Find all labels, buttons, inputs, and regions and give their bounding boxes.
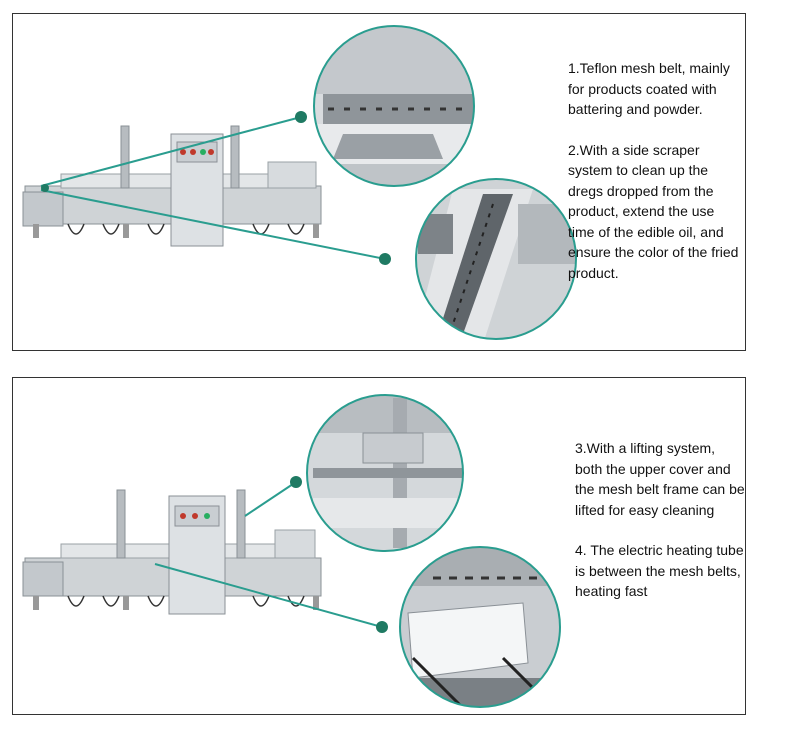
mesh-belt-detail-image bbox=[314, 26, 474, 186]
feature-descriptions-1: 1.Teflon mesh belt, mainly for products … bbox=[568, 58, 744, 303]
panel-2-illustration bbox=[22, 394, 561, 708]
fryer-machine-image bbox=[22, 489, 322, 615]
feature-text-3: 3.With a lifting system, both the upper … bbox=[575, 440, 745, 518]
callout-line-3 bbox=[244, 481, 297, 517]
feature-descriptions-2: 3.With a lifting system, both the upper … bbox=[575, 438, 745, 622]
feature-panel-1: 1.Teflon mesh belt, mainly for products … bbox=[12, 13, 746, 351]
feature-text-2: 2.With a side scraper system to clean up… bbox=[568, 141, 739, 281]
lifting-system-detail-image bbox=[307, 395, 463, 551]
panel-1-illustration bbox=[22, 25, 577, 340]
callout-line-2 bbox=[40, 189, 386, 260]
callout-dot-3 bbox=[290, 476, 302, 488]
callout-dot-2 bbox=[379, 253, 391, 265]
detail-circle-4 bbox=[399, 546, 561, 708]
detail-circle-1 bbox=[313, 25, 475, 187]
side-scraper-detail-image bbox=[416, 179, 576, 339]
callout-dot-1 bbox=[295, 111, 307, 123]
feature-panel-2: 3.With a lifting system, both the upper … bbox=[12, 377, 746, 715]
feature-text-1: 1.Teflon mesh belt, mainly for products … bbox=[568, 60, 730, 117]
callout-dot-4 bbox=[376, 621, 388, 633]
callout-line-4 bbox=[154, 563, 383, 628]
detail-circle-3 bbox=[306, 394, 464, 552]
feature-text-4: 4. The electric heating tube is between … bbox=[575, 542, 744, 599]
fryer-machine-image bbox=[22, 125, 322, 247]
callout-line-1 bbox=[40, 116, 302, 187]
detail-circle-2 bbox=[415, 178, 577, 340]
